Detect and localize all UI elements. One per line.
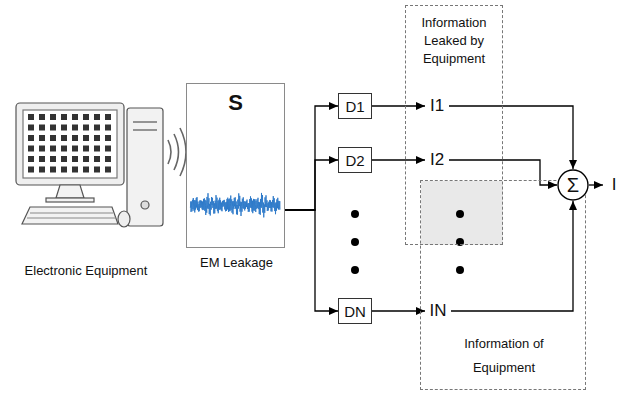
screen-cell [39,135,45,141]
screen-cell [39,146,45,152]
screen-cell [61,167,67,173]
screen-cell [50,156,56,162]
symbol-label: I2 [430,150,444,170]
sum-symbol: Σ [567,175,579,195]
screen-cell [28,146,34,152]
screen-cell [94,167,100,173]
screen-cell [105,167,111,173]
screen-cell [61,125,67,131]
block-name: D2 [345,152,364,169]
info-symbol: I2 [425,148,449,172]
sum-circle: Σ [557,169,589,201]
signal-name: S [187,90,284,116]
region-title: Information Leaked by Equipment [412,14,496,69]
screen-cell [94,135,100,141]
block-name: DN [344,303,366,320]
screen-cell [28,114,34,120]
screen-cell [39,156,45,162]
arrow-connector [285,106,338,210]
screen-cell [72,156,78,162]
screen-cell [72,135,78,141]
ellipsis-dots [351,210,464,274]
leakage-box: SEM Leakage [186,83,285,248]
screen-cell [94,146,100,152]
dashed-region: Information of Equipment IN [420,180,586,390]
screen-cell [39,125,45,131]
screen-cell [61,156,67,162]
screen-cell [94,114,100,120]
screen-cell [28,156,34,162]
screen-cell [39,167,45,173]
screen-cell [61,135,67,141]
box-caption: EM Leakage [175,255,298,270]
overlap-shading [421,181,503,245]
info-symbol: I1 [425,94,449,118]
screen-cell [50,135,56,141]
waveform [190,193,280,217]
arrow-connector [372,310,425,311]
output-symbol: I [603,173,625,197]
screen-cell [105,156,111,162]
screen-cell [94,125,100,131]
process-box: D2 [338,147,372,173]
screen-cell [61,146,67,152]
process-box: D1 [338,93,372,119]
screen-cell [83,146,89,152]
region-title: Information of Equipment [439,332,569,381]
screen-cell [72,125,78,131]
screen-cell [61,114,67,120]
screen-cell [105,135,111,141]
em-waves [168,128,186,176]
process-box: DN [338,298,372,324]
block-name: D1 [345,98,364,115]
arrow-connector [285,160,338,210]
screen-cell [105,146,111,152]
screen-cell [83,135,89,141]
screen-cell [83,167,89,173]
screen-cell [72,146,78,152]
arrow-connector [451,201,573,311]
screen-cell [50,167,56,173]
screen-cell [28,125,34,131]
circle-shape [558,170,588,200]
arrow-connector [372,159,425,160]
screen-cell [39,114,45,120]
symbol-label: I [612,175,617,195]
screen-cell [94,156,100,162]
computer-figure [16,103,163,227]
arrow-connector [589,184,603,185]
screen-cell [83,114,89,120]
screen-cell [50,125,56,131]
screen-grid [28,114,111,173]
screen-cell [83,156,89,162]
symbol-label: IN [430,301,447,321]
arrow-connector [372,105,425,106]
screen-cell [72,114,78,120]
screen-cell [50,114,56,120]
screen-cell [28,167,34,173]
arrow-connector [449,160,557,185]
screen-cell [105,114,111,120]
figure-caption: Electronic Equipment [4,263,168,278]
screen-cell [72,167,78,173]
symbol-label: I1 [430,96,444,116]
screen-cell [105,125,111,131]
arrow-connector [285,210,338,311]
screen-cell [83,125,89,131]
screen-cell [28,135,34,141]
info-symbol: IN [425,299,451,323]
screen-cell [50,146,56,152]
